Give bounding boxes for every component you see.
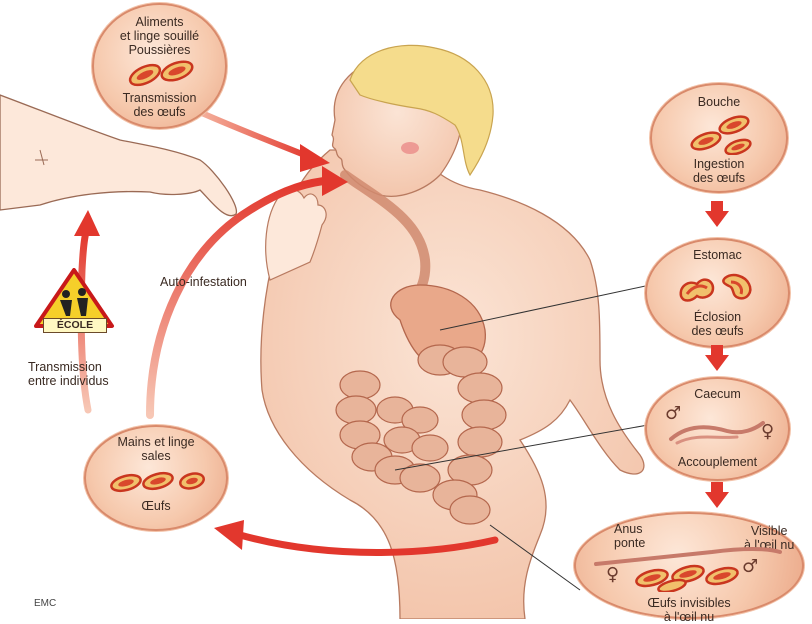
credit-logo: EMC: [34, 598, 56, 609]
bouche-title: Bouche: [650, 95, 788, 109]
egg-icons: [127, 55, 195, 89]
caecum-title: Caecum: [645, 387, 790, 401]
circle-aliments: Aliments et linge souillé Poussières Tra…: [92, 3, 227, 129]
aliments-caption: Transmission des œufs: [92, 91, 227, 119]
circle-bouche: Bouche Ingestion des œufs: [650, 83, 788, 193]
auto-infestation-label: Auto-infestation: [160, 275, 247, 289]
arrow-down-3: [705, 492, 729, 508]
worm-icons: [667, 417, 767, 447]
caecum-caption: Accouplement: [645, 455, 790, 469]
circle-caecum: Caecum ♂ ♀ Accouplement: [645, 377, 790, 481]
estomac-title: Estomac: [645, 248, 790, 262]
circle-estomac: Estomac Éclosion des œufs: [645, 238, 790, 348]
mains-caption: Œufs: [84, 499, 228, 513]
aliments-title: Aliments et linge souillé Poussières: [92, 15, 227, 57]
egg-icons: [680, 113, 760, 155]
hatching-egg-icons: [673, 266, 763, 306]
arrow-down-1: [705, 211, 729, 227]
egg-icons: [108, 467, 208, 497]
bouche-caption: Ingestion des œufs: [650, 157, 788, 185]
mains-title: Mains et linge sales: [84, 435, 228, 463]
circle-mains: Mains et linge sales Œufs: [84, 425, 228, 531]
anus-caption: Œufs invisibles à l'œil nu: [574, 596, 804, 624]
worm-and-egg-icons: [592, 542, 782, 592]
circle-anus: Anus ponte Visible à l'œil nu ♀ ♂ Œufs i…: [574, 512, 804, 619]
estomac-caption: Éclosion des œufs: [645, 310, 790, 338]
transmission-individus-label: Transmission entre individus: [28, 360, 109, 388]
arrow-down-2: [705, 355, 729, 371]
school-sign-label: ÉCOLE: [43, 318, 107, 333]
